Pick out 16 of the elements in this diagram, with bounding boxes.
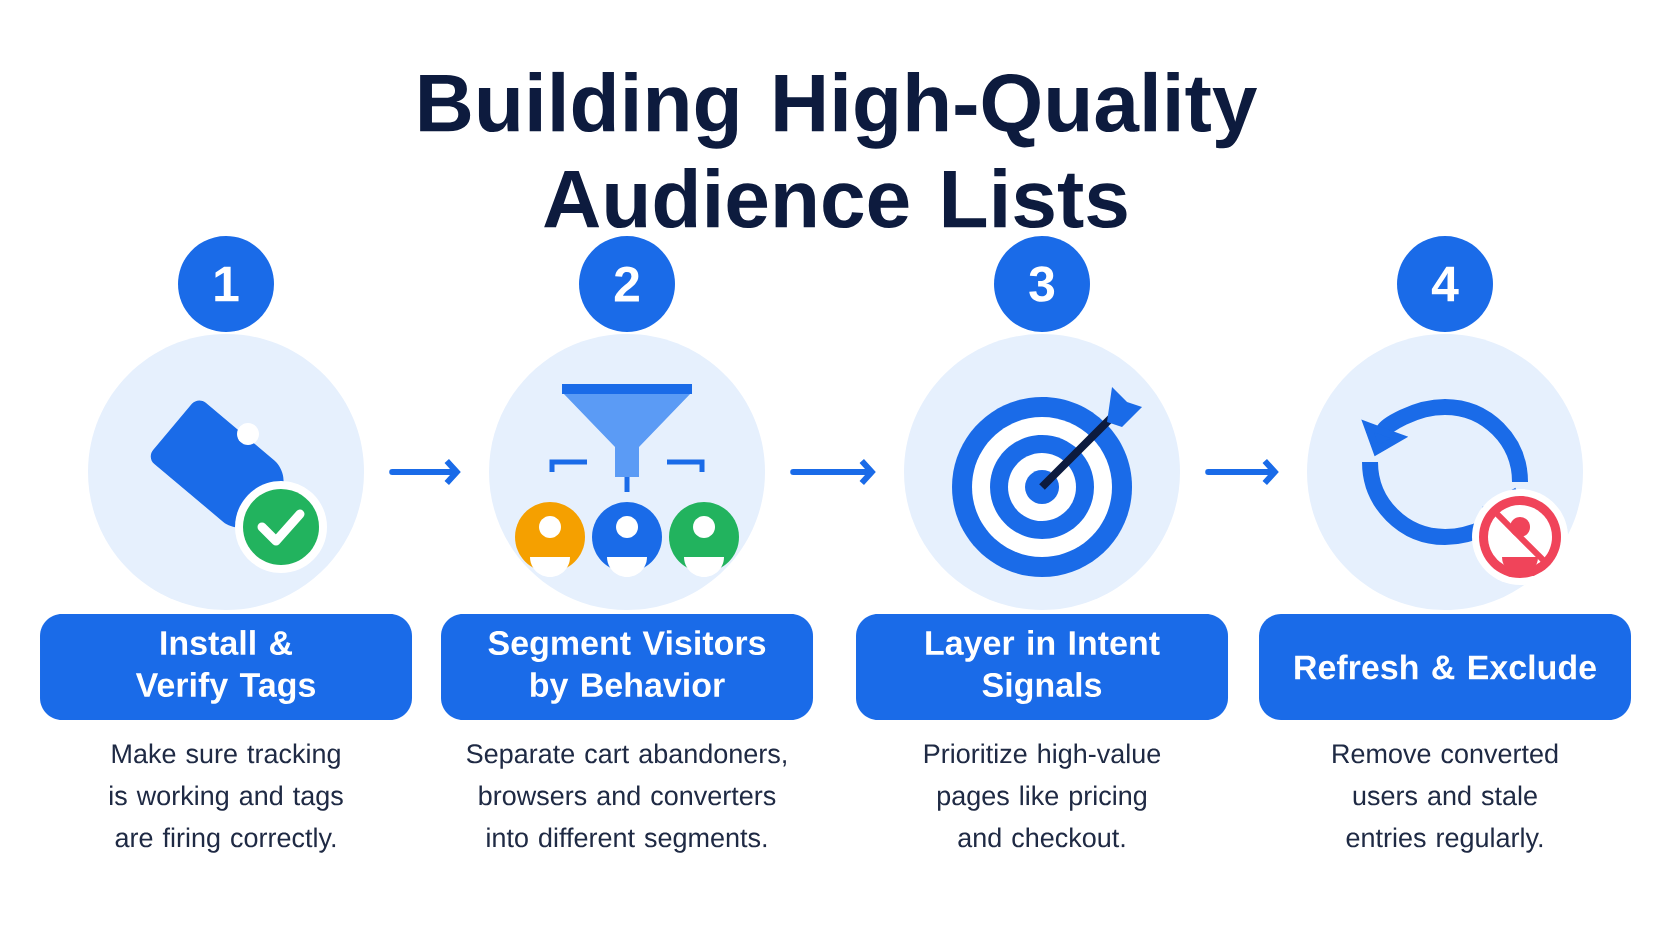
step-title-box: Segment Visitors by Behavior <box>441 614 813 720</box>
arrow <box>1205 459 1279 485</box>
description: Prioritize high-value pages like pricing and checkout. <box>924 743 1161 848</box>
step-title-box: Layer in Intent Signals <box>856 614 1228 720</box>
description: Remove converted users and stale entries regularly. <box>1333 743 1558 853</box>
number-badge: 2 <box>579 236 675 332</box>
number-badge: 4 <box>1397 236 1493 332</box>
step-title-box: Install & Verify Tags <box>40 614 412 720</box>
arrow <box>790 459 876 485</box>
number-badge: 3 <box>994 236 1090 332</box>
number-badge: 1 <box>178 236 274 332</box>
description: Make sure tracking is working and tags are firing correctly. <box>110 743 343 853</box>
description: Separate cart abandoners, browsers and converters into different segments. <box>466 743 786 853</box>
arrow <box>389 459 461 485</box>
step-title-box: Refresh & Exclude <box>1259 614 1631 720</box>
title: Building High-Quality Audience Lists <box>420 71 1257 229</box>
